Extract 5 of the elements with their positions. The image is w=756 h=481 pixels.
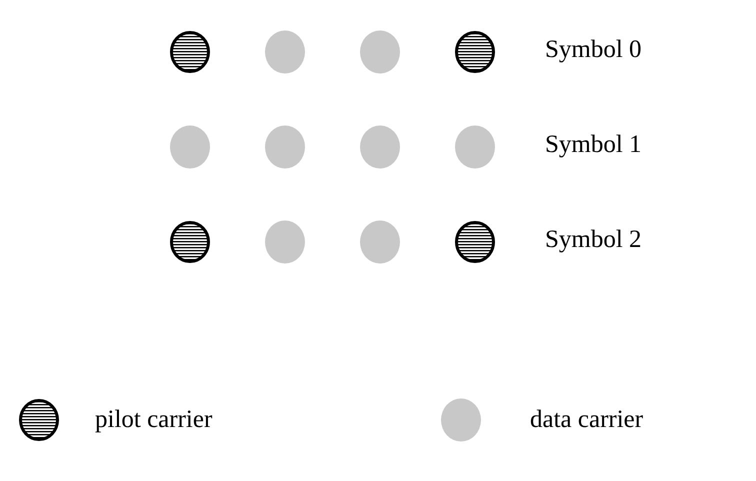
row-label: Symbol 1 — [545, 130, 642, 160]
row-label: Symbol 2 — [545, 225, 642, 255]
legend-label: pilot carrier — [95, 405, 212, 435]
legend-label: data carrier — [530, 405, 644, 435]
row-label: Symbol 0 — [545, 35, 642, 65]
